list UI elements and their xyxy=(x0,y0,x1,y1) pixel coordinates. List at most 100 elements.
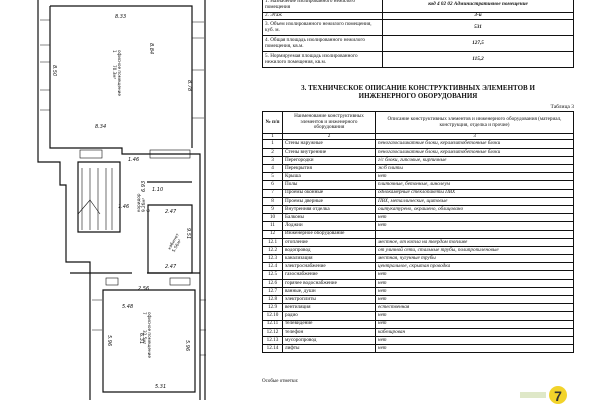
row-number: 8 xyxy=(262,196,283,206)
dim-label: 8.78 xyxy=(186,80,192,91)
row-description: нет xyxy=(375,221,574,231)
row-number: 12.1 xyxy=(262,237,283,247)
row-name: вентиляция xyxy=(282,303,376,313)
row-number: 12.4 xyxy=(262,262,283,272)
row-number: 6 xyxy=(262,180,283,190)
room-6-area: 9.26м² xyxy=(141,198,146,212)
row-number: 12.7 xyxy=(262,286,283,297)
room-5-area: 5.56м² xyxy=(171,238,183,253)
dim-label: 5.31 xyxy=(155,384,166,390)
plan-details xyxy=(40,19,206,356)
dim-label: 6.31 xyxy=(138,333,144,344)
stair-well xyxy=(77,161,121,233)
section-title-line-2: ИНЖЕНЕРНОГО ОБОРУДОВАНИЯ xyxy=(358,92,478,101)
row-number: 5 xyxy=(262,172,283,182)
radiator xyxy=(79,149,103,159)
row-name: Балконы xyxy=(282,213,376,223)
row-number: 12.12 xyxy=(262,327,283,337)
logo-badge: 7 xyxy=(549,386,567,404)
row-number: 12.8 xyxy=(262,295,283,305)
table-row: 1. Назначение изолированного нежилого по… xyxy=(262,0,574,13)
row-number: 12.9 xyxy=(262,303,283,313)
dim-label: 9.51 xyxy=(185,228,191,239)
row-value: 115,2 xyxy=(382,51,574,68)
row-name: Стены наружные xyxy=(282,139,376,149)
row-description: нет xyxy=(375,319,574,329)
room-1-label: офисное помещение xyxy=(117,50,122,96)
row-number: 10 xyxy=(262,213,283,223)
outer-wall-left xyxy=(37,0,91,400)
stair-steps xyxy=(81,168,113,230)
row-description: ПВХ, металлические, щитовые xyxy=(375,196,574,206)
row-number: 12.6 xyxy=(262,278,283,288)
row-name: Перегородки xyxy=(282,155,376,166)
row-description: от уличной сети, стальные трубы, полипро… xyxy=(375,245,574,256)
inner-wall-room1-top xyxy=(50,5,193,148)
stair-arrow xyxy=(77,199,101,215)
row-number: 12.3 xyxy=(262,254,283,264)
row-description: нет xyxy=(375,295,574,305)
row-description: нет xyxy=(375,344,574,354)
row-number: 11 xyxy=(262,221,283,231)
row-name: мусоропровод xyxy=(282,335,376,346)
inner-wall-room1 xyxy=(49,6,201,400)
row-name: Внутренняя отделка xyxy=(282,204,376,215)
radiator xyxy=(149,149,191,159)
row-number: 7 xyxy=(262,188,283,198)
dim-label: 1.10 xyxy=(152,187,163,193)
row-name: Перекрытия xyxy=(282,164,376,174)
row-description xyxy=(375,229,574,239)
row-number: 4 xyxy=(262,164,283,174)
row-value: 531 xyxy=(382,19,574,36)
window-marks xyxy=(40,19,206,356)
table-row: 3. Объем изолированного нежилого помещен… xyxy=(262,19,574,36)
dim-label: 8.34 xyxy=(95,124,106,130)
row-description: нет xyxy=(375,172,574,182)
row-name: Лоджии xyxy=(282,221,376,231)
room-7-label: офисное помещение xyxy=(147,312,152,358)
row-label: 2. Этаж xyxy=(262,12,383,20)
header-description: Описание конструктивных элементов и инже… xyxy=(375,111,574,134)
row-number: 3 xyxy=(262,155,283,166)
row-name: газоснабжение xyxy=(282,270,376,280)
row-name: канализация xyxy=(282,254,376,264)
row-description: нет xyxy=(375,278,574,288)
row-description: г/с блоки, гипсовые, кирпичные xyxy=(375,155,574,166)
room-7-area: 32.5м² xyxy=(142,330,147,344)
row-description: плиточные, бетонные, линолеум xyxy=(375,180,574,190)
row-name: водопровод xyxy=(282,245,376,256)
row-name: ванные, душн xyxy=(282,286,376,297)
row-number: 12.11 xyxy=(262,319,283,329)
row-number: 12.2 xyxy=(262,245,283,256)
row-name: Проемы оконные xyxy=(282,188,376,198)
column-number: 3 xyxy=(375,132,574,141)
row-label: 5. Нормируемая площадь изолированного не… xyxy=(262,51,383,68)
row-name: Стены внутренние xyxy=(282,147,376,157)
radiator xyxy=(105,277,119,286)
dim-label: 5.96 xyxy=(106,335,112,346)
row-name: отопление xyxy=(282,237,376,247)
section-title: 3. ТЕХНИЧЕСКОЕ ОПИСАНИЕ КОНСТРУКТИВНЫХ Э… xyxy=(262,84,574,101)
dim-label: 2.47 xyxy=(165,209,177,215)
row-name: лифты xyxy=(282,344,376,354)
dim-label: 5.96 xyxy=(184,340,190,351)
row-description: пеногазосиликатные блоки, керамзитобетон… xyxy=(375,139,574,149)
row-number: 2 xyxy=(262,147,283,157)
row-name: Полы xyxy=(282,180,376,190)
dim-label: 2.47 xyxy=(165,264,177,270)
row-label: 1. Назначение изолированного нежилого по… xyxy=(262,0,383,13)
